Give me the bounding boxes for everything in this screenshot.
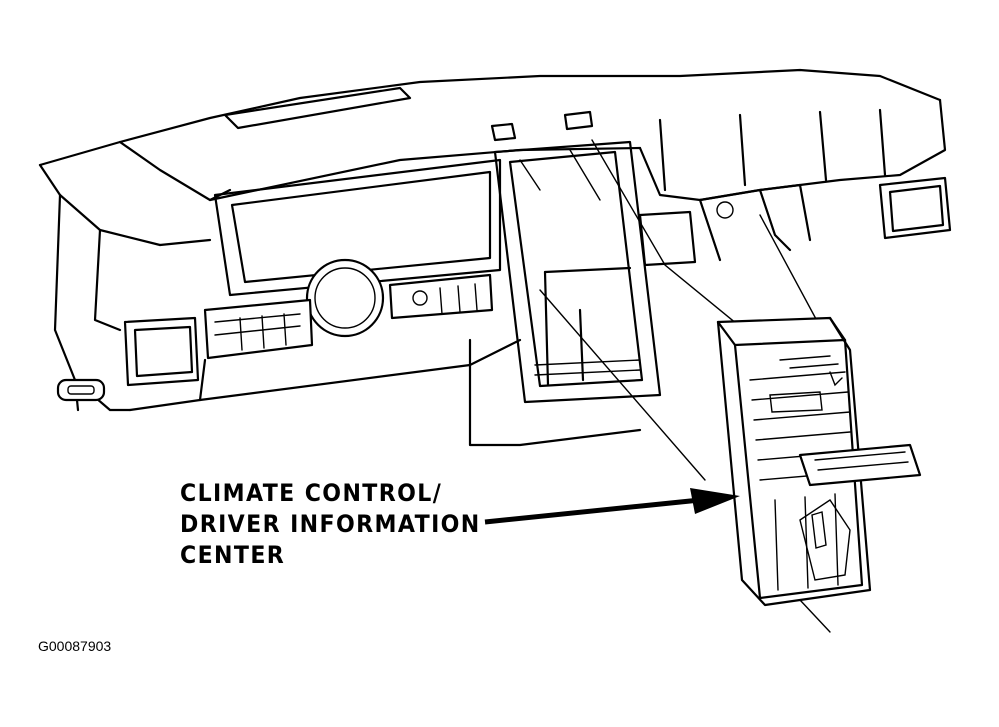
center-right-vent	[638, 210, 697, 267]
instrument-cluster	[213, 158, 502, 338]
callout-arrow	[484, 488, 740, 525]
mounting-clip-left	[490, 122, 517, 142]
dashboard-top-panel	[38, 68, 947, 247]
callout-label: CLIMATE CONTROL/ DRIVER INFORMATION CENT…	[180, 479, 481, 569]
left-air-vent	[123, 316, 200, 387]
mounting-clip-right	[563, 110, 594, 131]
figure-id: G00087903	[38, 638, 112, 654]
left-dash-end	[53, 193, 132, 412]
right-dash-panels	[638, 108, 887, 262]
lower-dash	[128, 338, 642, 447]
right-switch-panel	[388, 273, 494, 320]
defroster-grille	[223, 86, 412, 130]
headlamp-switch	[56, 378, 106, 402]
left-switch-panel	[203, 298, 314, 360]
right-air-vent	[878, 176, 952, 240]
center-console-opening	[493, 140, 662, 404]
climate-control-module	[716, 316, 922, 607]
